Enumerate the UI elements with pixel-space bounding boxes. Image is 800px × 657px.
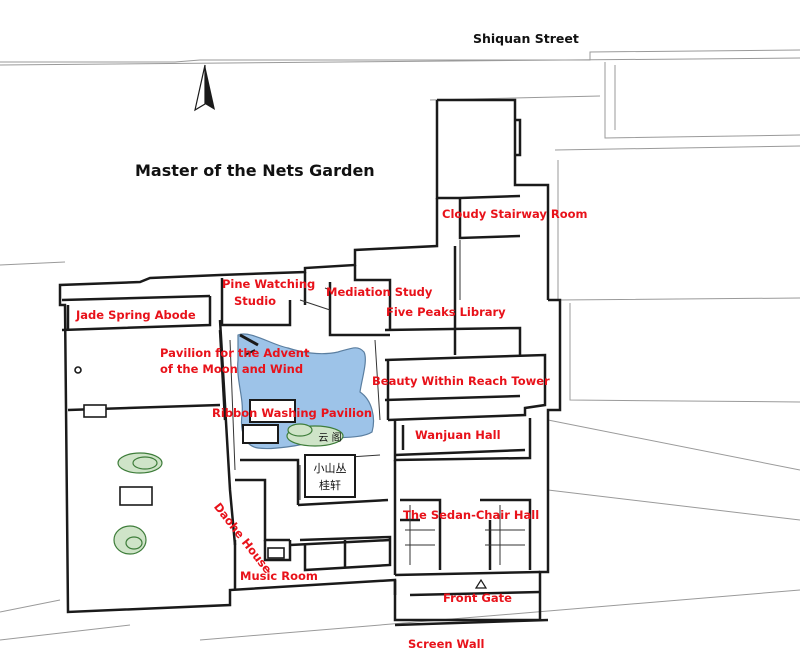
label-pavilion-advent-1: Pavilion for the Advent	[160, 346, 310, 360]
label-five-peaks-library: Five Peaks Library	[386, 305, 506, 319]
label-pine-watching-1: Pine Watching	[222, 277, 316, 291]
label-beauty-within-reach-tower: Beauty Within Reach Tower	[372, 374, 550, 388]
plaque-small: 云 阁	[318, 433, 342, 444]
label-pavilion-advent-2: of the Moon and Wind	[160, 362, 304, 376]
label-music-room: Music Room	[240, 569, 318, 583]
surrounding-blocks	[0, 49, 800, 641]
label-front-gate: Front Gate	[443, 591, 512, 605]
plaque-line-1: 小山丛	[313, 462, 347, 475]
label-wanjuan-hall: Wanjuan Hall	[415, 428, 501, 442]
label-ribbon-washing-pavilion: Ribbon Washing Pavilion	[212, 406, 373, 420]
xiaoshan-hall	[304, 454, 356, 498]
north-arrow-icon	[194, 64, 215, 112]
label-screen-wall: Screen Wall	[408, 637, 485, 651]
street-label: Shiquan Street	[473, 31, 579, 46]
garden-walls	[58, 98, 562, 627]
label-pine-watching-2: Studio	[234, 294, 277, 308]
label-sedan-chair-hall: The Sedan-Chair Hall	[403, 508, 540, 522]
plaque-line-2: 桂轩	[319, 479, 341, 492]
gate-marker-icon	[474, 578, 488, 589]
west-court-features	[74, 366, 285, 559]
map-title: Master of the Nets Garden	[135, 161, 375, 180]
rockery-shrubs	[113, 423, 344, 555]
label-jade-spring-abode: Jade Spring Abode	[76, 308, 196, 322]
pond-pavilions	[239, 333, 296, 444]
label-cloudy-stairway-room: Cloudy Stairway Room	[442, 207, 588, 221]
label-mediation-study: Mediation Study	[326, 285, 433, 299]
